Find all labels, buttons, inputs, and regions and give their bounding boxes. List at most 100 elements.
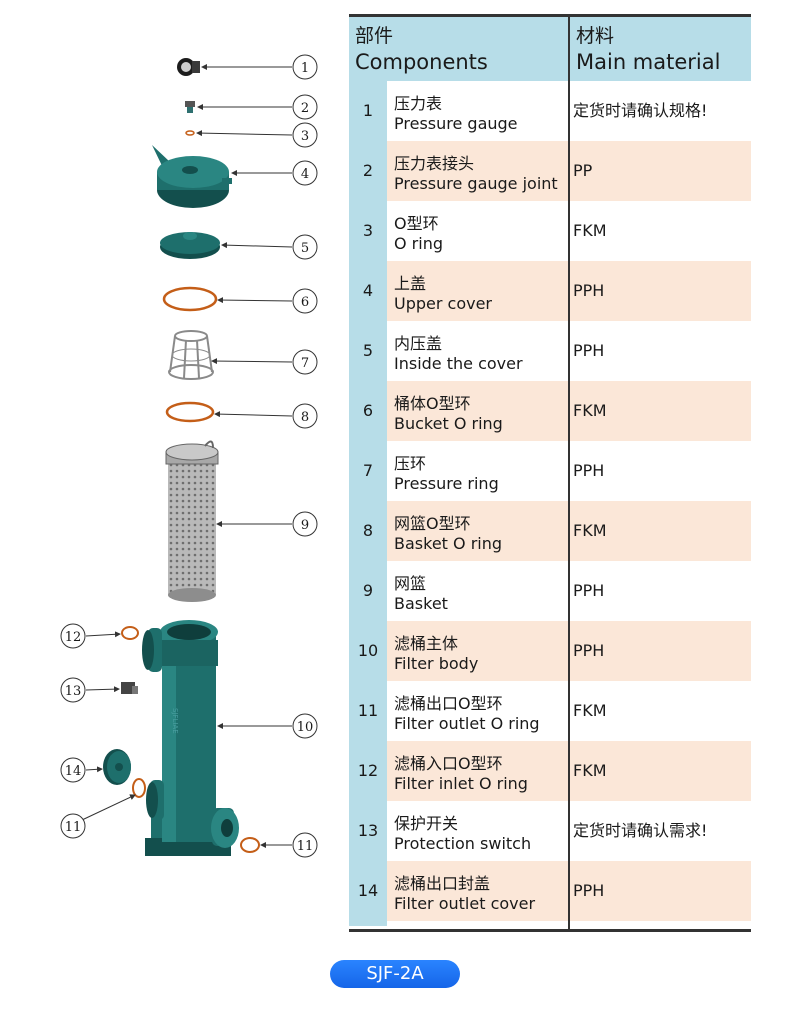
- callout-10: 10: [297, 720, 314, 735]
- header-material-en: Main material: [576, 50, 721, 74]
- component-name-en: Pressure gauge: [394, 114, 518, 133]
- material-value: PPH: [573, 581, 605, 600]
- upper-cover-part: [152, 145, 232, 208]
- component-name-zh: 保护开关: [394, 814, 459, 833]
- material-value: FKM: [573, 761, 607, 780]
- callout-2: 2: [301, 101, 309, 116]
- bucket-oring-part: [162, 286, 218, 312]
- component-name-en: Filter outlet cover: [394, 894, 536, 913]
- leader-lines: [81, 64, 293, 848]
- component-name-en: O ring: [394, 234, 443, 253]
- callout-5: 5: [301, 241, 309, 256]
- header-components-en: Components: [355, 50, 488, 74]
- gauge-joint-part: [185, 101, 195, 113]
- material-value: PPH: [573, 341, 605, 360]
- callout-12: 12: [65, 630, 82, 645]
- material-value: 定货时请确认规格!: [573, 101, 708, 120]
- pressure-ring-part: [168, 330, 214, 380]
- component-name-en: Filter body: [394, 654, 479, 673]
- component-name-zh: 内压盖: [394, 334, 443, 353]
- row-number: 12: [357, 761, 379, 780]
- header-components-zh: 部件: [355, 25, 394, 47]
- material-value: FKM: [573, 221, 607, 240]
- component-name-en: Basket: [394, 594, 448, 613]
- model-badge: SJF-2A: [330, 960, 460, 988]
- component-name-zh: 滤桶出口O型环: [394, 694, 503, 713]
- row-number: 8: [362, 521, 374, 540]
- component-name-en: Protection switch: [394, 834, 532, 853]
- component-name-en: Filter inlet O ring: [394, 774, 528, 793]
- material-value: 定货时请确认需求!: [573, 821, 708, 840]
- body-brand-text: SJFLIAE: [171, 708, 179, 734]
- callout-9: 9: [301, 518, 309, 533]
- component-name-en: Basket O ring: [394, 534, 503, 553]
- component-name-zh: 滤桶出口封盖: [394, 874, 491, 893]
- component-name-en: Upper cover: [394, 294, 493, 313]
- row-number: 2: [362, 161, 374, 180]
- component-name-zh: 滤桶主体: [394, 634, 459, 653]
- inlet-oring-part: [121, 626, 139, 640]
- row-number: 4: [362, 281, 374, 300]
- outlet-oring-left-part: [132, 778, 146, 798]
- basket-oring-part: [165, 401, 215, 423]
- pressure-gauge-part: [177, 58, 200, 76]
- component-name-zh: 网篮: [394, 574, 427, 593]
- protection-switch-part: [121, 682, 138, 694]
- callout-13: 13: [65, 684, 82, 699]
- column-divider: [568, 17, 570, 929]
- material-value: PPH: [573, 641, 605, 660]
- row-number: 6: [362, 401, 374, 420]
- header-material: 材料 Main material: [570, 17, 751, 81]
- callout-4: 4: [301, 167, 309, 182]
- small-oring-part: [185, 130, 195, 136]
- basket-part: [165, 440, 219, 602]
- material-value: PPH: [573, 281, 605, 300]
- row-number: 13: [357, 821, 379, 840]
- row-number: 3: [362, 221, 374, 240]
- callout-8: 8: [301, 410, 309, 425]
- row-number: 10: [357, 641, 379, 660]
- component-name-en: Pressure ring: [394, 474, 499, 493]
- row-number: 1: [362, 101, 374, 120]
- component-name-zh: 桶体O型环: [394, 394, 471, 413]
- component-name-zh: 滤桶入口O型环: [394, 754, 503, 773]
- filter-body-part: SJFLIAE: [142, 620, 239, 856]
- component-name-zh: 压力表: [394, 94, 443, 113]
- header-components: 部件 Components: [349, 17, 568, 81]
- callout-11-right: 11: [297, 839, 314, 854]
- component-name-zh: O型环: [394, 214, 439, 233]
- component-name-zh: 压环: [394, 454, 427, 473]
- material-value: PP: [573, 161, 593, 180]
- outlet-oring-right-part: [240, 837, 260, 853]
- callout-7: 7: [301, 356, 309, 371]
- component-name-zh: 网篮O型环: [394, 514, 471, 533]
- callout-3: 3: [301, 129, 309, 144]
- header-material-zh: 材料: [576, 25, 615, 47]
- row-number: 5: [362, 341, 374, 360]
- number-column: [349, 81, 387, 926]
- exploded-diagram: SJFLIAE 1: [60, 54, 318, 858]
- component-name-zh: 压力表接头: [394, 154, 475, 173]
- inside-cover-part: [160, 232, 220, 259]
- callout-11-left: 11: [65, 820, 82, 835]
- component-name-en: Filter outlet O ring: [394, 714, 540, 733]
- material-value: FKM: [573, 401, 607, 420]
- material-value: PPH: [573, 461, 605, 480]
- row-number: 11: [357, 701, 379, 720]
- component-name-en: Bucket O ring: [394, 414, 503, 433]
- callout-6: 6: [301, 295, 309, 310]
- outlet-cover-part: [103, 749, 131, 785]
- component-name-zh: 上盖: [394, 274, 427, 293]
- material-value: FKM: [573, 521, 607, 540]
- row-number: 14: [357, 881, 379, 900]
- callout-14: 14: [65, 764, 82, 779]
- callout-1: 1: [301, 61, 309, 76]
